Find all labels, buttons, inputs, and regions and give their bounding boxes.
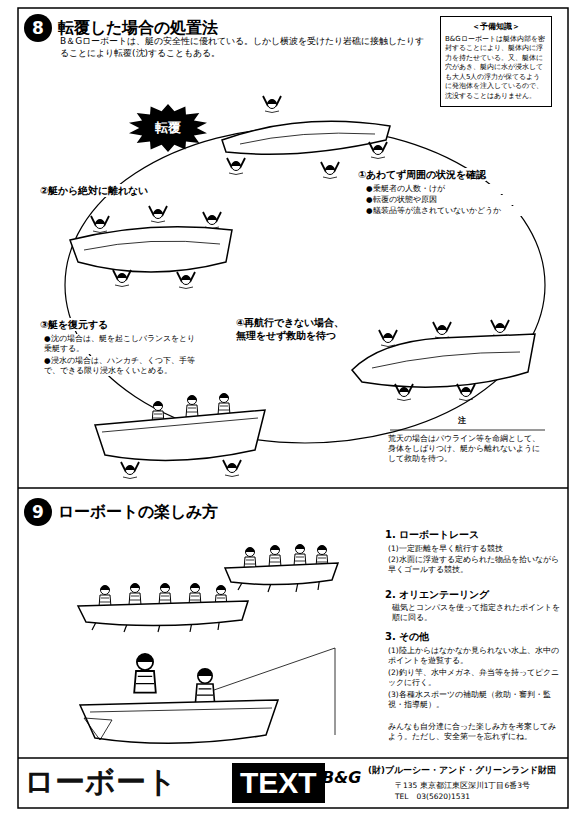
- step-heading: ①あわてず周囲の状況を確認: [358, 168, 486, 181]
- page-frame: [18, 8, 568, 808]
- rower: [129, 584, 141, 606]
- item-text: (2)釣り竿、水中メガネ、弁当等を持ってピクニックに行く。: [388, 668, 560, 688]
- node-title: 転覆: [155, 119, 181, 137]
- note-rule: [390, 430, 545, 431]
- item-text: (1)一定距離を早く航行する競技: [388, 544, 560, 554]
- rower: [244, 548, 256, 570]
- swimmer: [227, 158, 245, 175]
- swimmer: [369, 142, 387, 159]
- section-number-text: 8: [24, 14, 52, 42]
- swimmer: [121, 462, 139, 479]
- bullet-item: ●転覆の状態や原因: [366, 195, 538, 205]
- section-heading: ローボートの楽しみ方: [58, 498, 218, 526]
- node-title: TEXT: [240, 765, 317, 801]
- swimmer: [91, 216, 109, 233]
- phone-text: TEL 03(5620)1531: [395, 792, 470, 802]
- bullet-item: ●沈の場合は、艇を起こしバランスをとり乗艇する。: [44, 334, 196, 354]
- swimmer: [113, 270, 131, 287]
- note-mark: 注: [458, 416, 466, 426]
- section-divider: [18, 487, 568, 489]
- note-text: 荒天の場合はパウライン等を命綱として、身体をしばりつけ、艇から離れないようにして…: [388, 434, 544, 463]
- logo-text: ローボート: [24, 762, 177, 801]
- swimmer: [457, 384, 475, 401]
- starburst-outline: [129, 104, 207, 152]
- swimmer: [433, 322, 451, 339]
- capsized-boat: [70, 227, 232, 272]
- capsized-boat: [352, 334, 535, 387]
- race-boat: [78, 601, 248, 626]
- closing-text: みんなも自分達に合った楽しみ方を考案してみよう。ただし、安全第一を忘れずにね。: [388, 722, 560, 742]
- starburst-badge: 転覆: [128, 104, 208, 152]
- rower: [186, 396, 198, 418]
- step-heading: ③艇を復元する: [40, 318, 108, 331]
- swimmer: [223, 460, 241, 477]
- rower: [134, 654, 156, 693]
- rower: [269, 546, 281, 568]
- capsized-boat: [222, 121, 390, 154]
- rower: [99, 586, 111, 608]
- item-text: 磁気とコンパスを使って指定されたポイントを順に回る。: [392, 603, 560, 623]
- item-text: (2)水面に浮遊する定められた物品を拾いながら早くゴールする競技。: [388, 555, 560, 575]
- swimmer: [263, 96, 281, 113]
- logo-mark: B&G: [322, 768, 361, 789]
- swimmer: [379, 330, 397, 347]
- bullet-item: ●乗艇者の人数・けが: [366, 184, 538, 194]
- landing-net: [84, 718, 112, 740]
- fishing-boat: [80, 700, 278, 743]
- upright-boat: [95, 410, 265, 460]
- rower: [294, 545, 306, 567]
- swimmer: [491, 320, 509, 337]
- swimmer: [177, 272, 195, 289]
- cycle-ring: [65, 127, 545, 443]
- rower: [218, 394, 230, 416]
- swimmer: [395, 384, 413, 401]
- node-title: ＜予備知識＞: [445, 21, 547, 32]
- item-text: (3)各種水スポーツの補助艇（救助・審判・監視・指導艇）。: [388, 690, 560, 710]
- step-heading: ④再航行できない場合、無理をせず救助を待つ: [236, 316, 352, 342]
- swimmer: [203, 212, 221, 229]
- race-boat: [225, 563, 338, 585]
- node-body: B&Gローボートは艇体内部を密封することにより、艇体内に浮力を持たせている。又、…: [445, 35, 547, 101]
- bullet-item: ●浸水の場合は、ハンカチ、くつ下、手等で、できる限り浸水をくいとめる。: [44, 356, 196, 376]
- item-heading: 2. オリエンテーリング: [385, 588, 489, 601]
- title-tag: TEXT: [232, 763, 325, 803]
- rower: [195, 669, 214, 703]
- section-number: 8転覆した場合の処置法: [24, 14, 52, 42]
- publisher-name: (財)ブルーシー・アンド・グリーンランド財団: [368, 765, 556, 776]
- boat-gunwale: [90, 708, 272, 712]
- address-text: 〒135 東京都江東区深川1丁目6番3号: [395, 781, 530, 791]
- swimmer: [149, 206, 167, 223]
- rower: [159, 584, 171, 606]
- step-heading: ②艇から絶対に離れない: [40, 184, 148, 197]
- section-number-text: 9: [24, 498, 52, 526]
- swimmer: [321, 162, 339, 179]
- section-number: 9ローボートの楽しみ方: [24, 498, 52, 526]
- item-heading: 1. ローボートレース: [385, 528, 479, 541]
- footer-divider: [18, 757, 568, 759]
- section-heading: 転覆した場合の処置法: [58, 14, 218, 42]
- note-box: ＜予備知識＞ B&Gローボートは艇体内部を密封することにより、艇体内に浮力を持たせ…: [440, 16, 552, 107]
- intro-text: B＆Gローボートは、艇の安全性に優れている。しかし横波を受けたり岩礁に接触したり…: [60, 36, 425, 59]
- bullet-item: ●艤装品等が流されていないかどうか: [366, 206, 538, 216]
- item-heading: 3. その他: [385, 630, 429, 643]
- item-text: (1)陸上からはなかなか見られない水上、水中のポイントを遊覧する。: [388, 646, 560, 666]
